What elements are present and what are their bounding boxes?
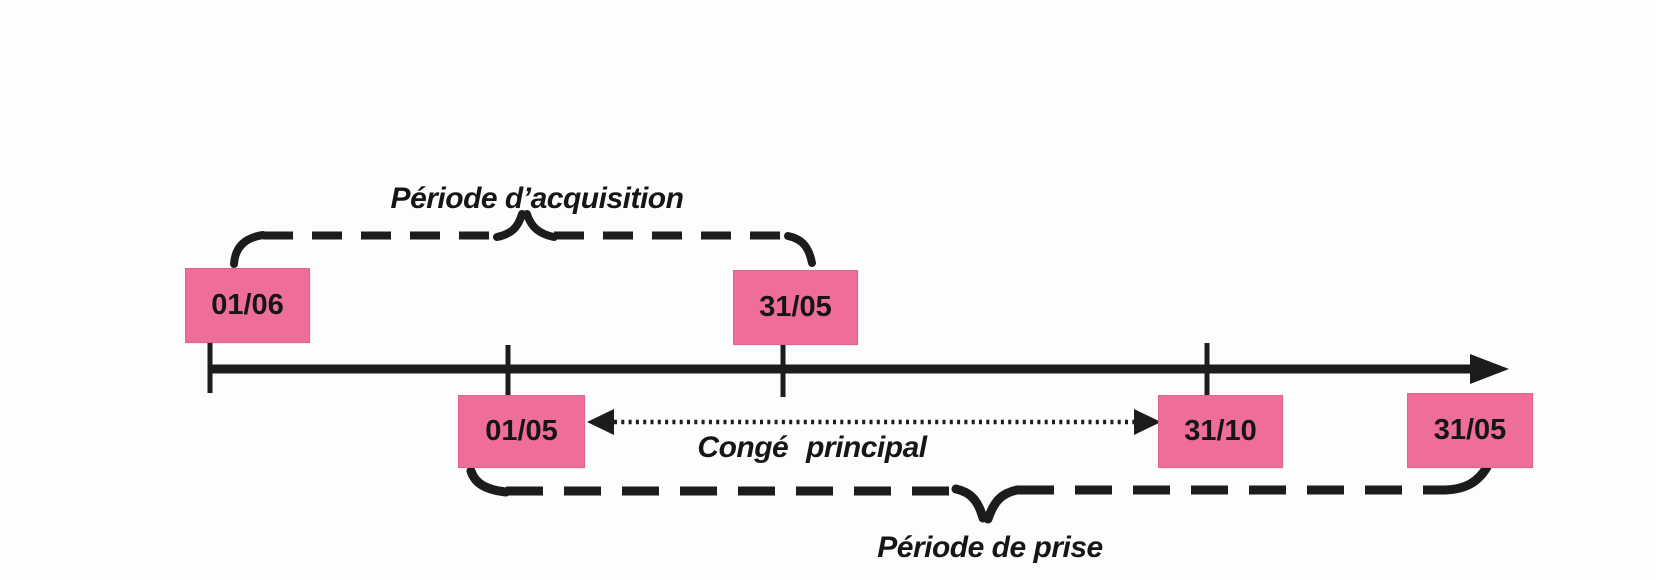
date-box-prise-end: 31/05: [1407, 393, 1533, 468]
prise-brace-right-hook: [1441, 462, 1492, 495]
date-box-prise-start: 01/05: [458, 395, 585, 468]
date-box-label: 01/06: [211, 289, 284, 321]
date-box-label: 31/10: [1184, 415, 1257, 447]
date-box-label: 01/05: [485, 415, 558, 447]
acquisition-brace-left-hook: [230, 231, 267, 268]
date-box-conge-end: 31/10: [1158, 395, 1283, 468]
acquisition-brace-right-hook: [784, 232, 816, 267]
date-box-acquisition-end: 31/05: [733, 270, 858, 345]
date-box-label: 31/05: [759, 291, 832, 323]
timeline-axis: [207, 343, 1509, 399]
acquisition-brace: [230, 210, 816, 268]
acquisition-brace-center-peak: [493, 210, 558, 241]
timeline-arrowhead-icon: [1470, 354, 1509, 384]
conge-principal-arrow: [587, 409, 1161, 435]
arrowhead-right-icon: [1134, 409, 1161, 435]
date-box-acquisition-start: 01/06: [185, 268, 310, 343]
prise-brace: [466, 462, 1492, 524]
date-box-label: 31/05: [1433, 414, 1507, 446]
prise-brace-center-peak: [951, 484, 1022, 524]
arrowhead-left-icon: [587, 409, 614, 435]
acquisition-period-label: Période d’acquisition: [390, 182, 684, 215]
prise-period-label: Période de prise: [877, 531, 1103, 564]
prise-brace-left-hook: [466, 466, 511, 497]
conge-principal-label: Congé principal: [697, 431, 927, 464]
